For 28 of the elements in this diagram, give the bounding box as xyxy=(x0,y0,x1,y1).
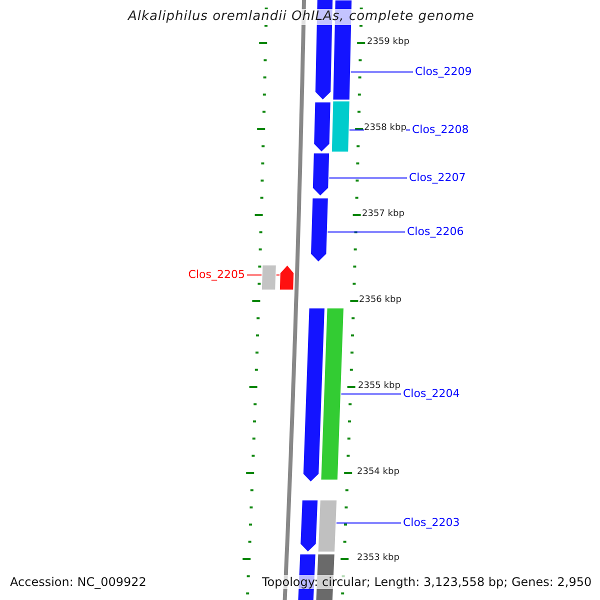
gene-feature xyxy=(331,100,350,152)
tick-label: 2359 kbp xyxy=(367,37,410,48)
gene-feature xyxy=(317,500,338,552)
gene-feature xyxy=(310,198,329,263)
tick-label: 2353 kbp xyxy=(357,553,400,564)
gene-feature xyxy=(300,500,318,553)
footer-text: Accession: NC_009922 xyxy=(10,575,146,590)
gene-feature xyxy=(302,308,326,483)
gene-label: Clos_2207 xyxy=(409,171,466,184)
gene-feature xyxy=(320,308,344,480)
gene-label: Clos_2209 xyxy=(415,65,472,78)
tick-label: 2355 kbp xyxy=(358,381,400,392)
tick-label: 2356 kbp xyxy=(359,295,402,306)
title: Alkaliphilus oremlandii OhILAs, complete genome xyxy=(128,9,474,25)
gene-feature xyxy=(261,264,277,290)
leader-line xyxy=(336,522,402,524)
gene-label: Clos_2204 xyxy=(403,387,460,400)
gene-label: Clos_2206 xyxy=(407,225,464,238)
tick-label: 2358 kbp xyxy=(364,123,406,134)
tick-label: 2354 kbp xyxy=(357,467,400,478)
gene-feature xyxy=(312,152,330,197)
gene-feature xyxy=(313,102,332,153)
gene-label: Clos_2203 xyxy=(403,516,460,530)
tick-label: 2357 kbp xyxy=(362,209,404,220)
gene-feature xyxy=(279,264,294,290)
gene-label: Clos_2205 xyxy=(188,268,245,282)
footer-text: Topology: circular; Length: 3,123,558 bp; Genes: 2,950 xyxy=(262,575,592,590)
gene-label: Clos_2208 xyxy=(412,123,469,136)
